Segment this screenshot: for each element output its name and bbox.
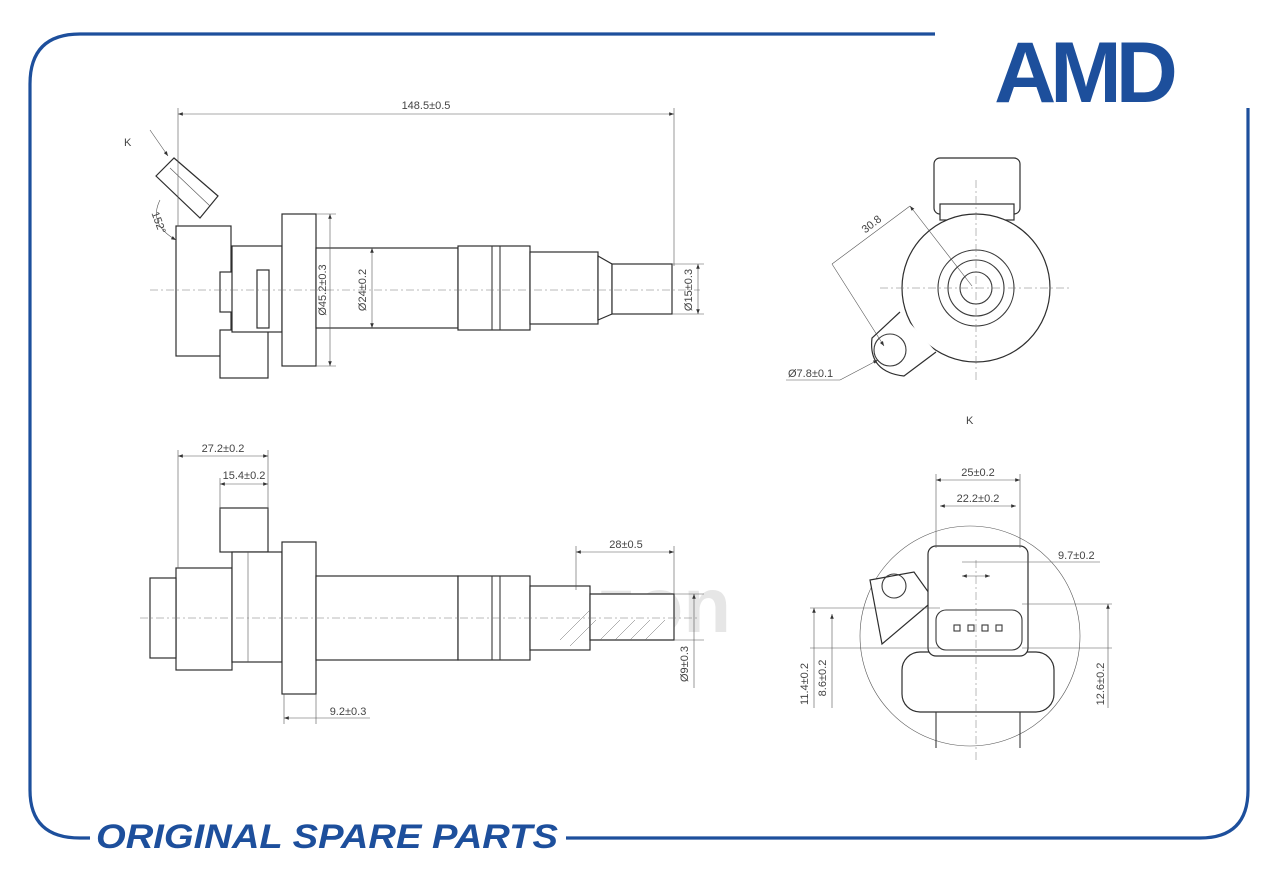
coil-side-view-bottom: 27.2±0.2 15.4±0.2 28±0.5 Ø9±0.3 9.2±0.3 [140, 443, 704, 724]
view-k-connector [927, 545, 1029, 657]
view-k: K 25±0.2 22.2±0.2 9.7±0.2 11.4±0.2 8.6±0… [799, 415, 1112, 760]
dim-hole-diameter: Ø7.8±0.1 [788, 368, 833, 380]
logo-text: AMD [994, 25, 1175, 121]
coil-tip [611, 263, 673, 315]
dim-body-diameter: Ø24±0.2 [357, 269, 369, 311]
view-k-pins [953, 624, 1003, 632]
coil-body [315, 247, 459, 329]
dim-flange-thickness: 9.2±0.3 [330, 706, 367, 718]
boot-hatch [559, 609, 666, 647]
dim-k-width-inner: 22.2±0.2 [957, 493, 1000, 505]
boot-section [589, 593, 675, 641]
connector-side [175, 567, 233, 671]
coil-end-view: 30.8 Ø7.8±0.1 [786, 157, 1072, 382]
dim-flange-diameter: Ø45.2±0.3 [317, 264, 329, 315]
connector-top-block [219, 507, 269, 553]
view-k-socket [935, 609, 1023, 651]
dim-tip-diameter: Ø15±0.3 [683, 269, 695, 311]
connector-plug [155, 157, 219, 219]
dim-k-width-outer: 25±0.2 [961, 467, 995, 479]
dim-boot-length: 28±0.5 [609, 539, 643, 551]
view-k-arrow-label: K [124, 137, 132, 149]
dim-k-height-b: 8.6±0.2 [817, 660, 829, 697]
view-k-detail-circle [859, 525, 1081, 747]
dim-connector-width: 27.2±0.2 [202, 443, 245, 455]
frame-border-left [28, 32, 935, 840]
dim-overall-length: 148.5±0.5 [402, 100, 451, 112]
view-k-title: K [966, 415, 974, 427]
dim-connector-angle: 152° [149, 210, 168, 235]
dim-k-height-c: 12.6±0.2 [1095, 663, 1107, 706]
coil-side-view-top: 148.5±0.5 K 152° Ø45.2±0.3 Ø24±0.2 Ø15±0… [124, 100, 704, 379]
dim-connector-inner: 15.4±0.2 [223, 470, 266, 482]
dim-mount-offset: 30.8 [860, 213, 884, 236]
dim-k-height-a: 11.4±0.2 [799, 663, 811, 705]
mounting-hole [873, 333, 907, 367]
slogan-text: ORIGINAL SPARE PARTS [96, 818, 558, 856]
mounting-ear [871, 311, 937, 377]
view-k-base [901, 651, 1055, 713]
amd-logo: AMD [994, 25, 1181, 121]
dim-boot-diameter: Ø9±0.3 [679, 646, 691, 682]
dim-k-key-width: 9.7±0.2 [1058, 550, 1095, 562]
frame-border-right [566, 108, 1250, 840]
